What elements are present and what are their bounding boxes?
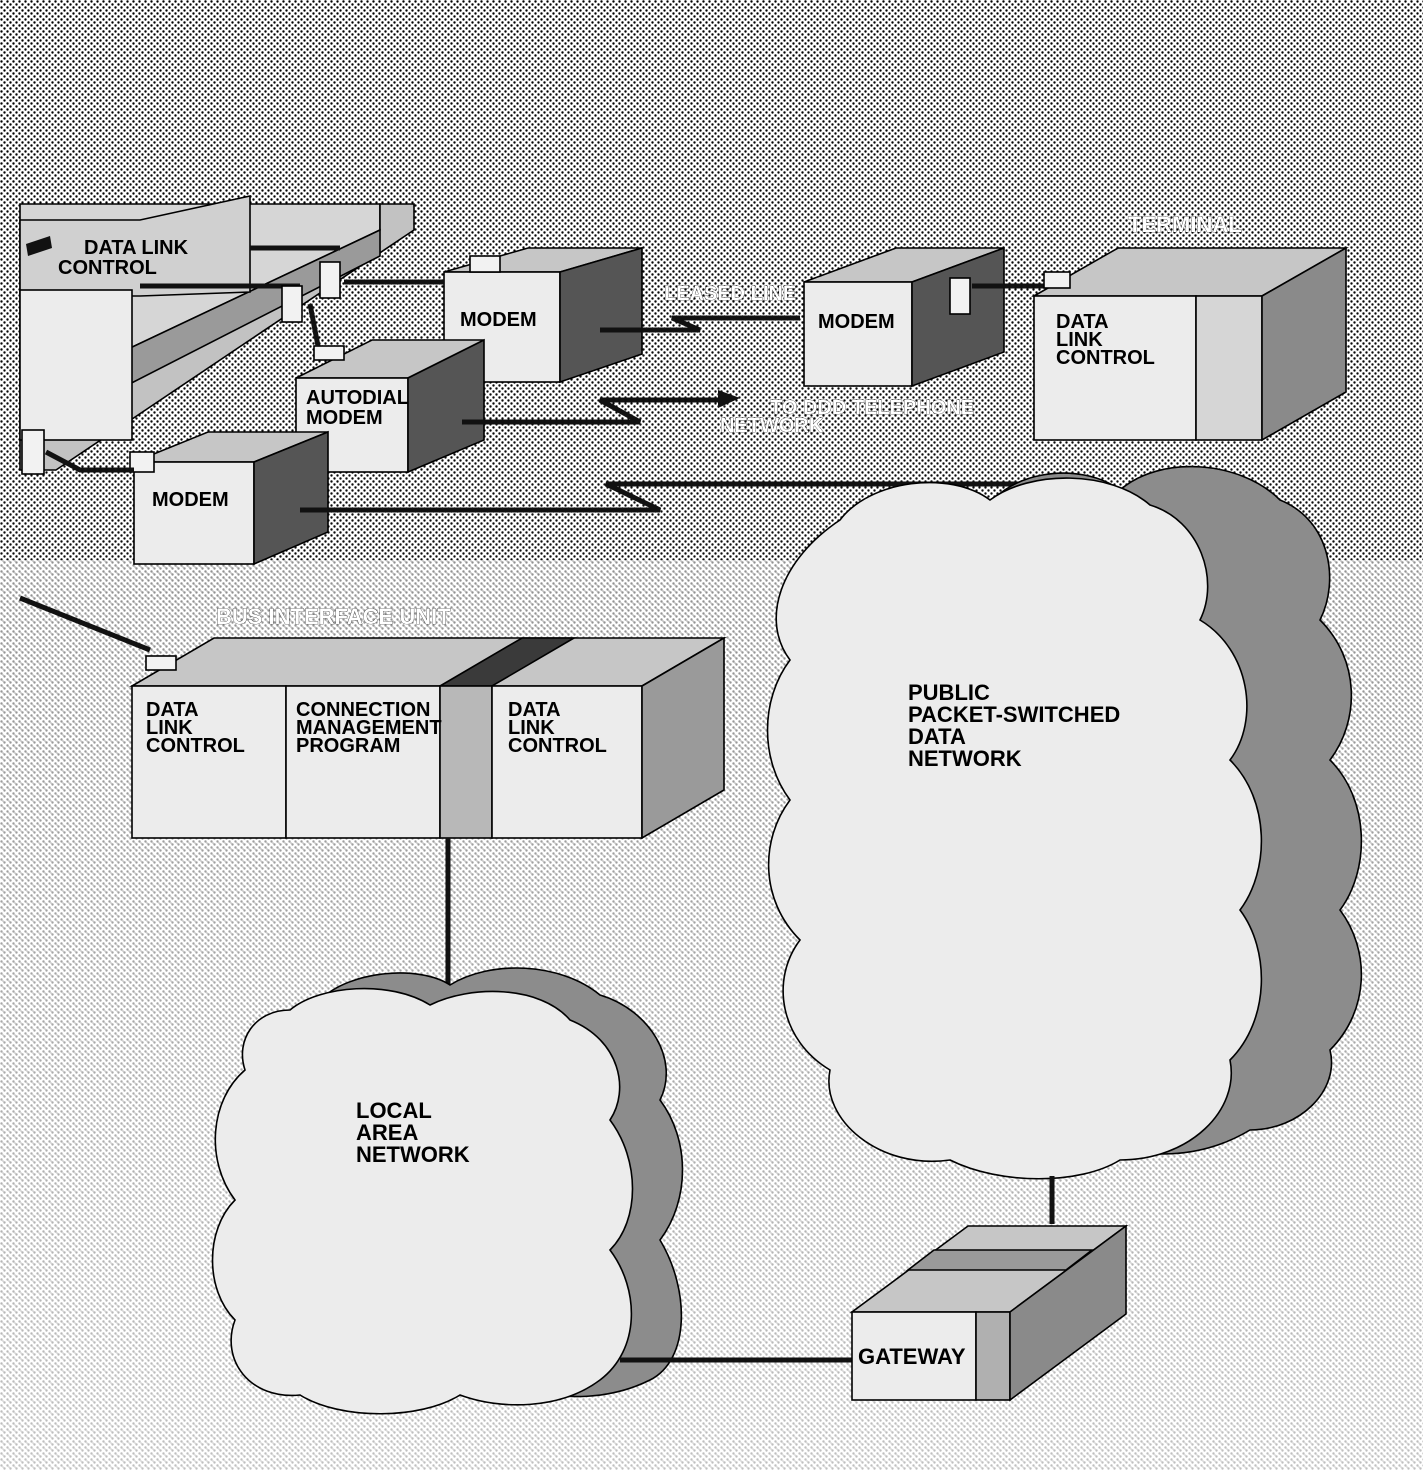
gateway-label: GATEWAY xyxy=(858,1344,966,1369)
modem-remote: MODEM xyxy=(803,246,1005,388)
modem-remote-label: MODEM xyxy=(818,311,895,333)
modem-lower: MODEM xyxy=(129,430,329,566)
terminal-title: TERMINAL xyxy=(1128,212,1242,237)
modem-top-label: MODEM xyxy=(460,309,537,331)
biu-dlc-right-box xyxy=(491,685,643,839)
biu-title: BUS INTERFACE UNIT xyxy=(216,604,451,629)
gateway: GATEWAY xyxy=(849,1224,1129,1402)
modem-lower-label: MODEM xyxy=(152,489,229,511)
biu-cmp-box xyxy=(285,685,441,839)
leased-line-label: LEASED LINE xyxy=(664,283,796,305)
biu-dlc-left-box xyxy=(131,685,287,839)
rack-plugs xyxy=(21,261,341,475)
modem-top: MODEM xyxy=(443,246,643,384)
